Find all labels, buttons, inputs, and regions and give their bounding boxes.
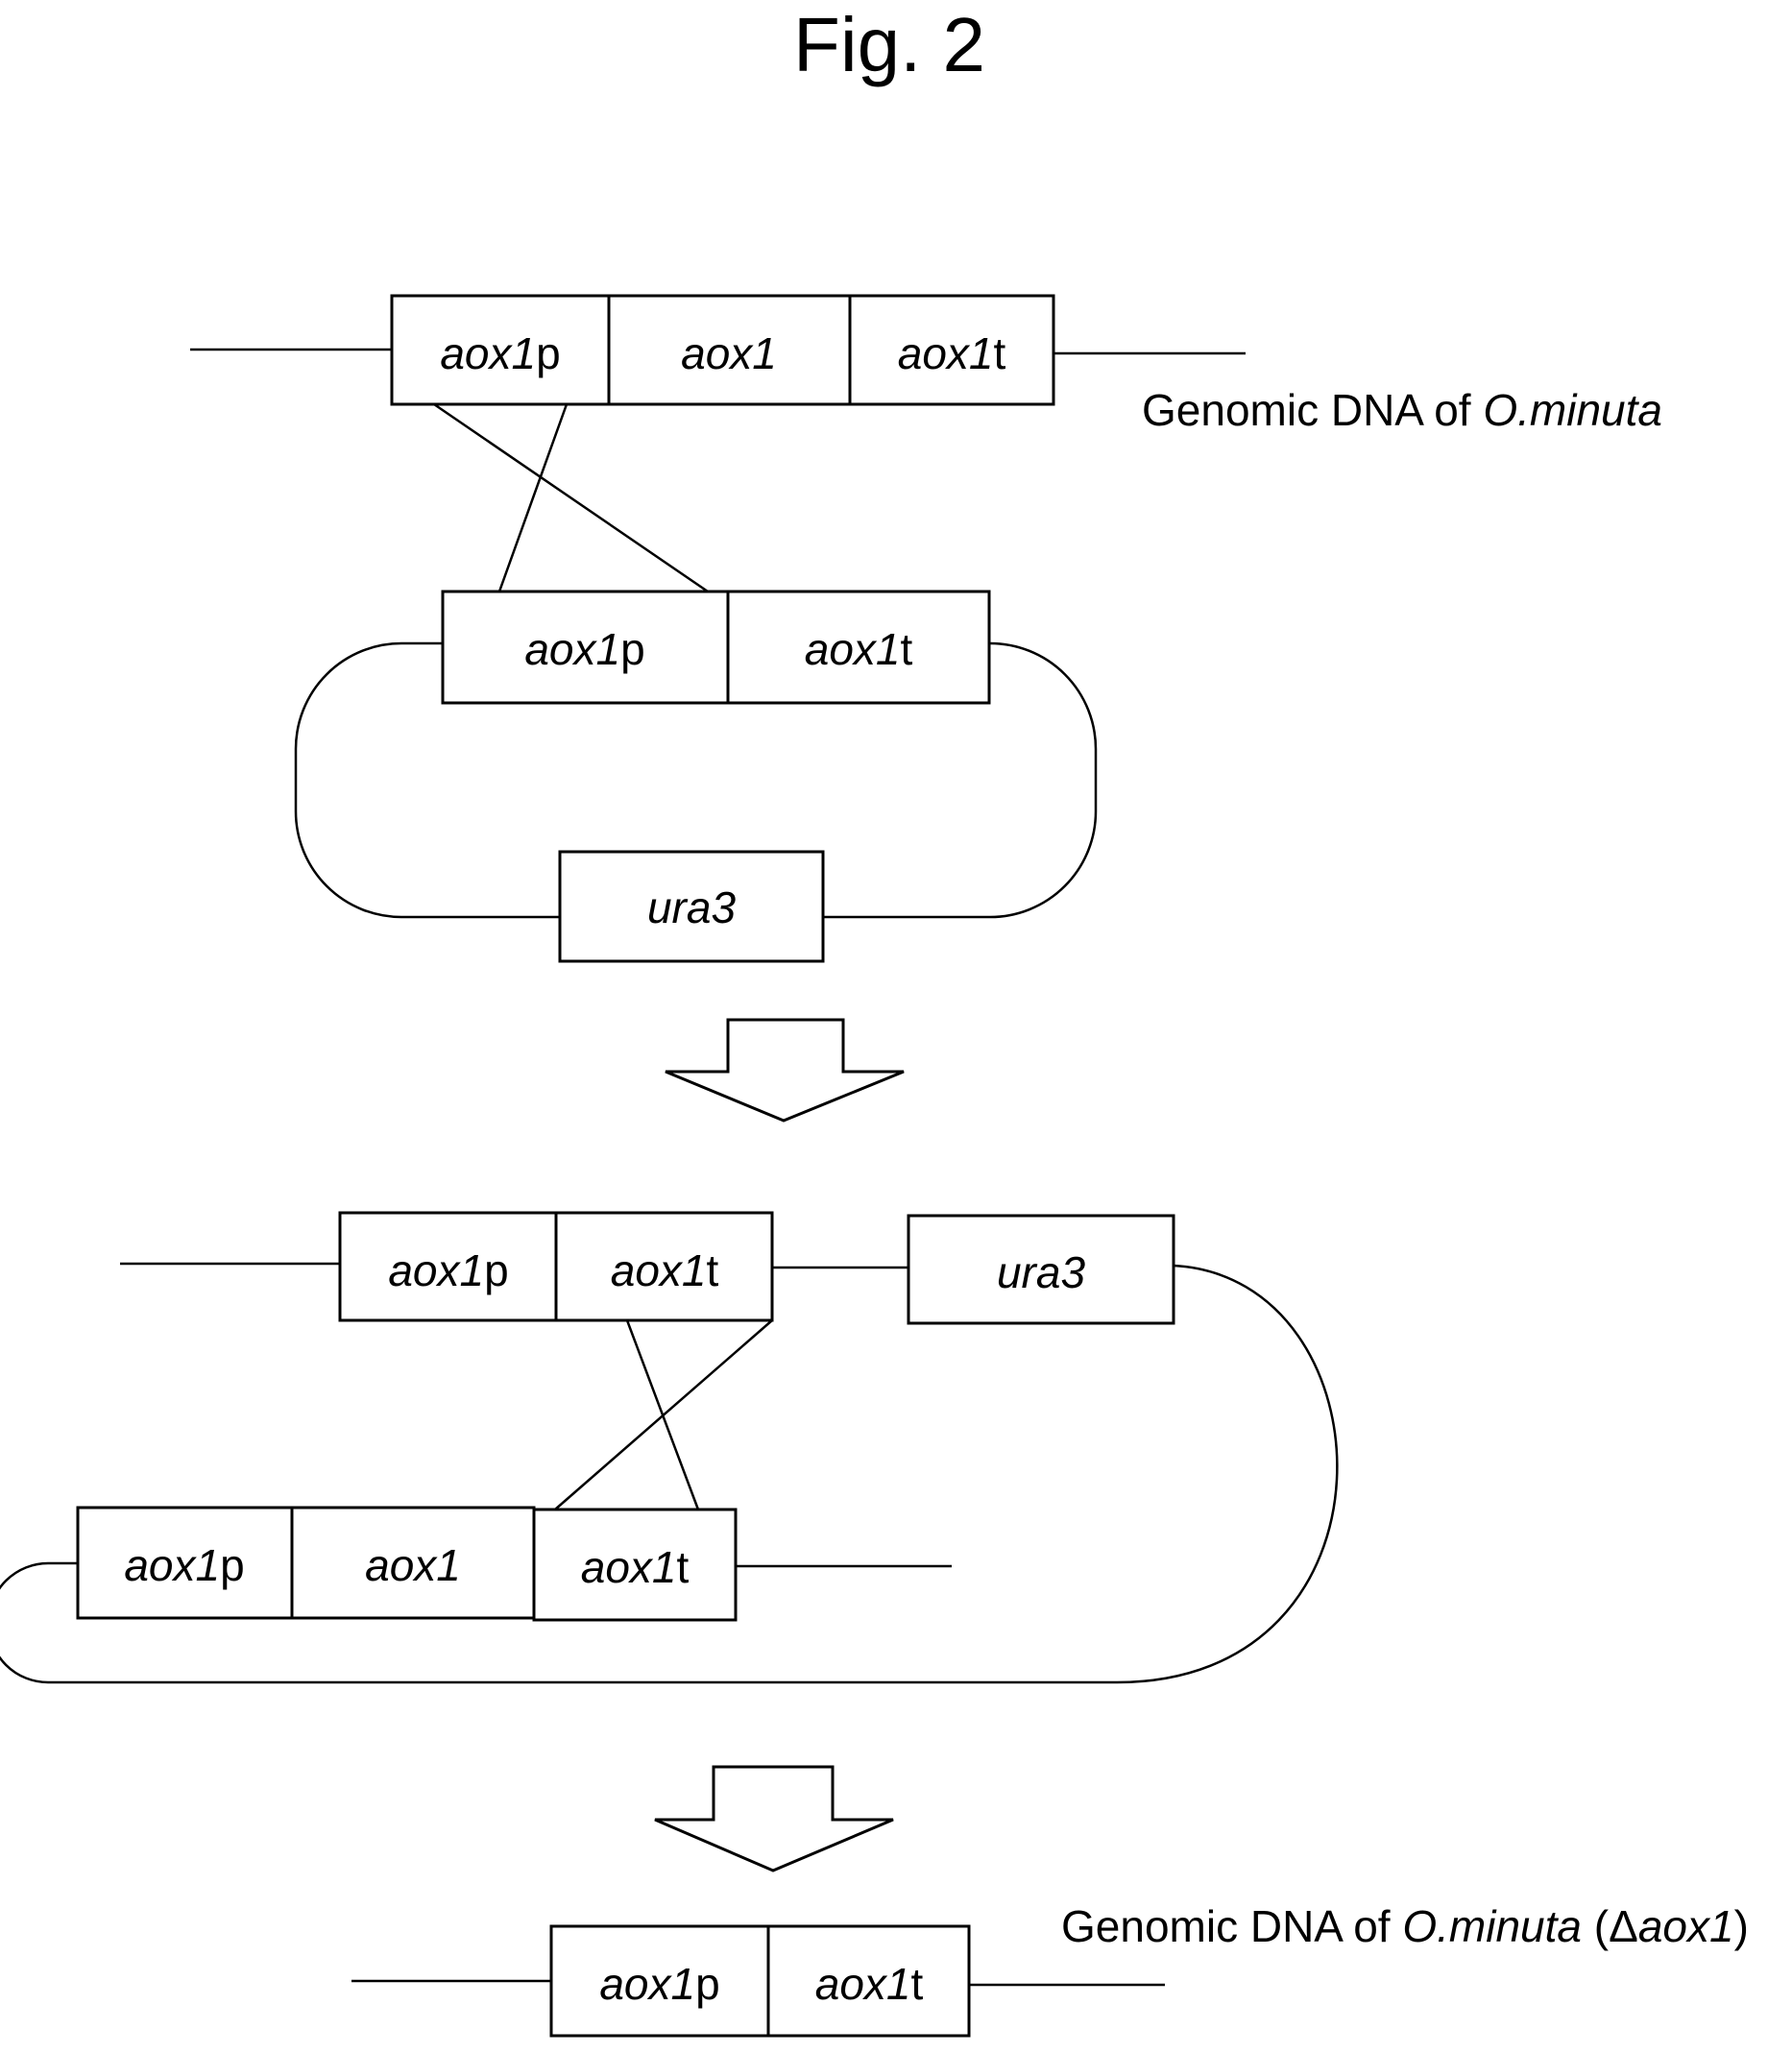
- ura3-label: ura3: [647, 882, 736, 932]
- genomic-dna-label: Genomic DNA of O.minuta: [1142, 385, 1662, 435]
- plasmid-vector: aox1p aox1t ura3: [296, 592, 1096, 961]
- figure-title: Fig. 2: [793, 2, 985, 87]
- crossover-line: [434, 404, 708, 592]
- genomic-dna-row: aox1p aox1 aox1t Genomic DNA of O.minuta: [190, 296, 1662, 435]
- down-arrow: [666, 1020, 904, 1121]
- aox1t-label: aox1t: [611, 1245, 719, 1295]
- crossover-line: [555, 1320, 772, 1510]
- crossover-line: [499, 404, 567, 592]
- aox1p-label: aox1p: [388, 1245, 508, 1295]
- aox1p-label: aox1p: [124, 1540, 244, 1590]
- aox1t-label: aox1t: [581, 1542, 690, 1592]
- aox1p-label: aox1p: [599, 1959, 719, 2009]
- aox1t-label: aox1t: [805, 624, 913, 674]
- integration-intermediate: aox1p aox1t ura3 aox1p aox1 aox1t: [0, 1213, 1337, 1682]
- aox1t-label: aox1t: [815, 1959, 924, 2009]
- aox1p-label: aox1p: [440, 328, 560, 378]
- down-arrow: [655, 1767, 893, 1871]
- aox1t-label: aox1t: [898, 328, 1006, 378]
- deletion-genomic-label: Genomic DNA of O.minuta (Δaox1): [1061, 1901, 1749, 1951]
- aox1-label: aox1: [365, 1540, 461, 1590]
- aox1p-label: aox1p: [524, 624, 644, 674]
- deletion-genomic-row: aox1p aox1t Genomic DNA of O.minuta (Δao…: [351, 1901, 1749, 2036]
- aox1-label: aox1: [681, 328, 777, 378]
- ura3-label: ura3: [997, 1247, 1085, 1297]
